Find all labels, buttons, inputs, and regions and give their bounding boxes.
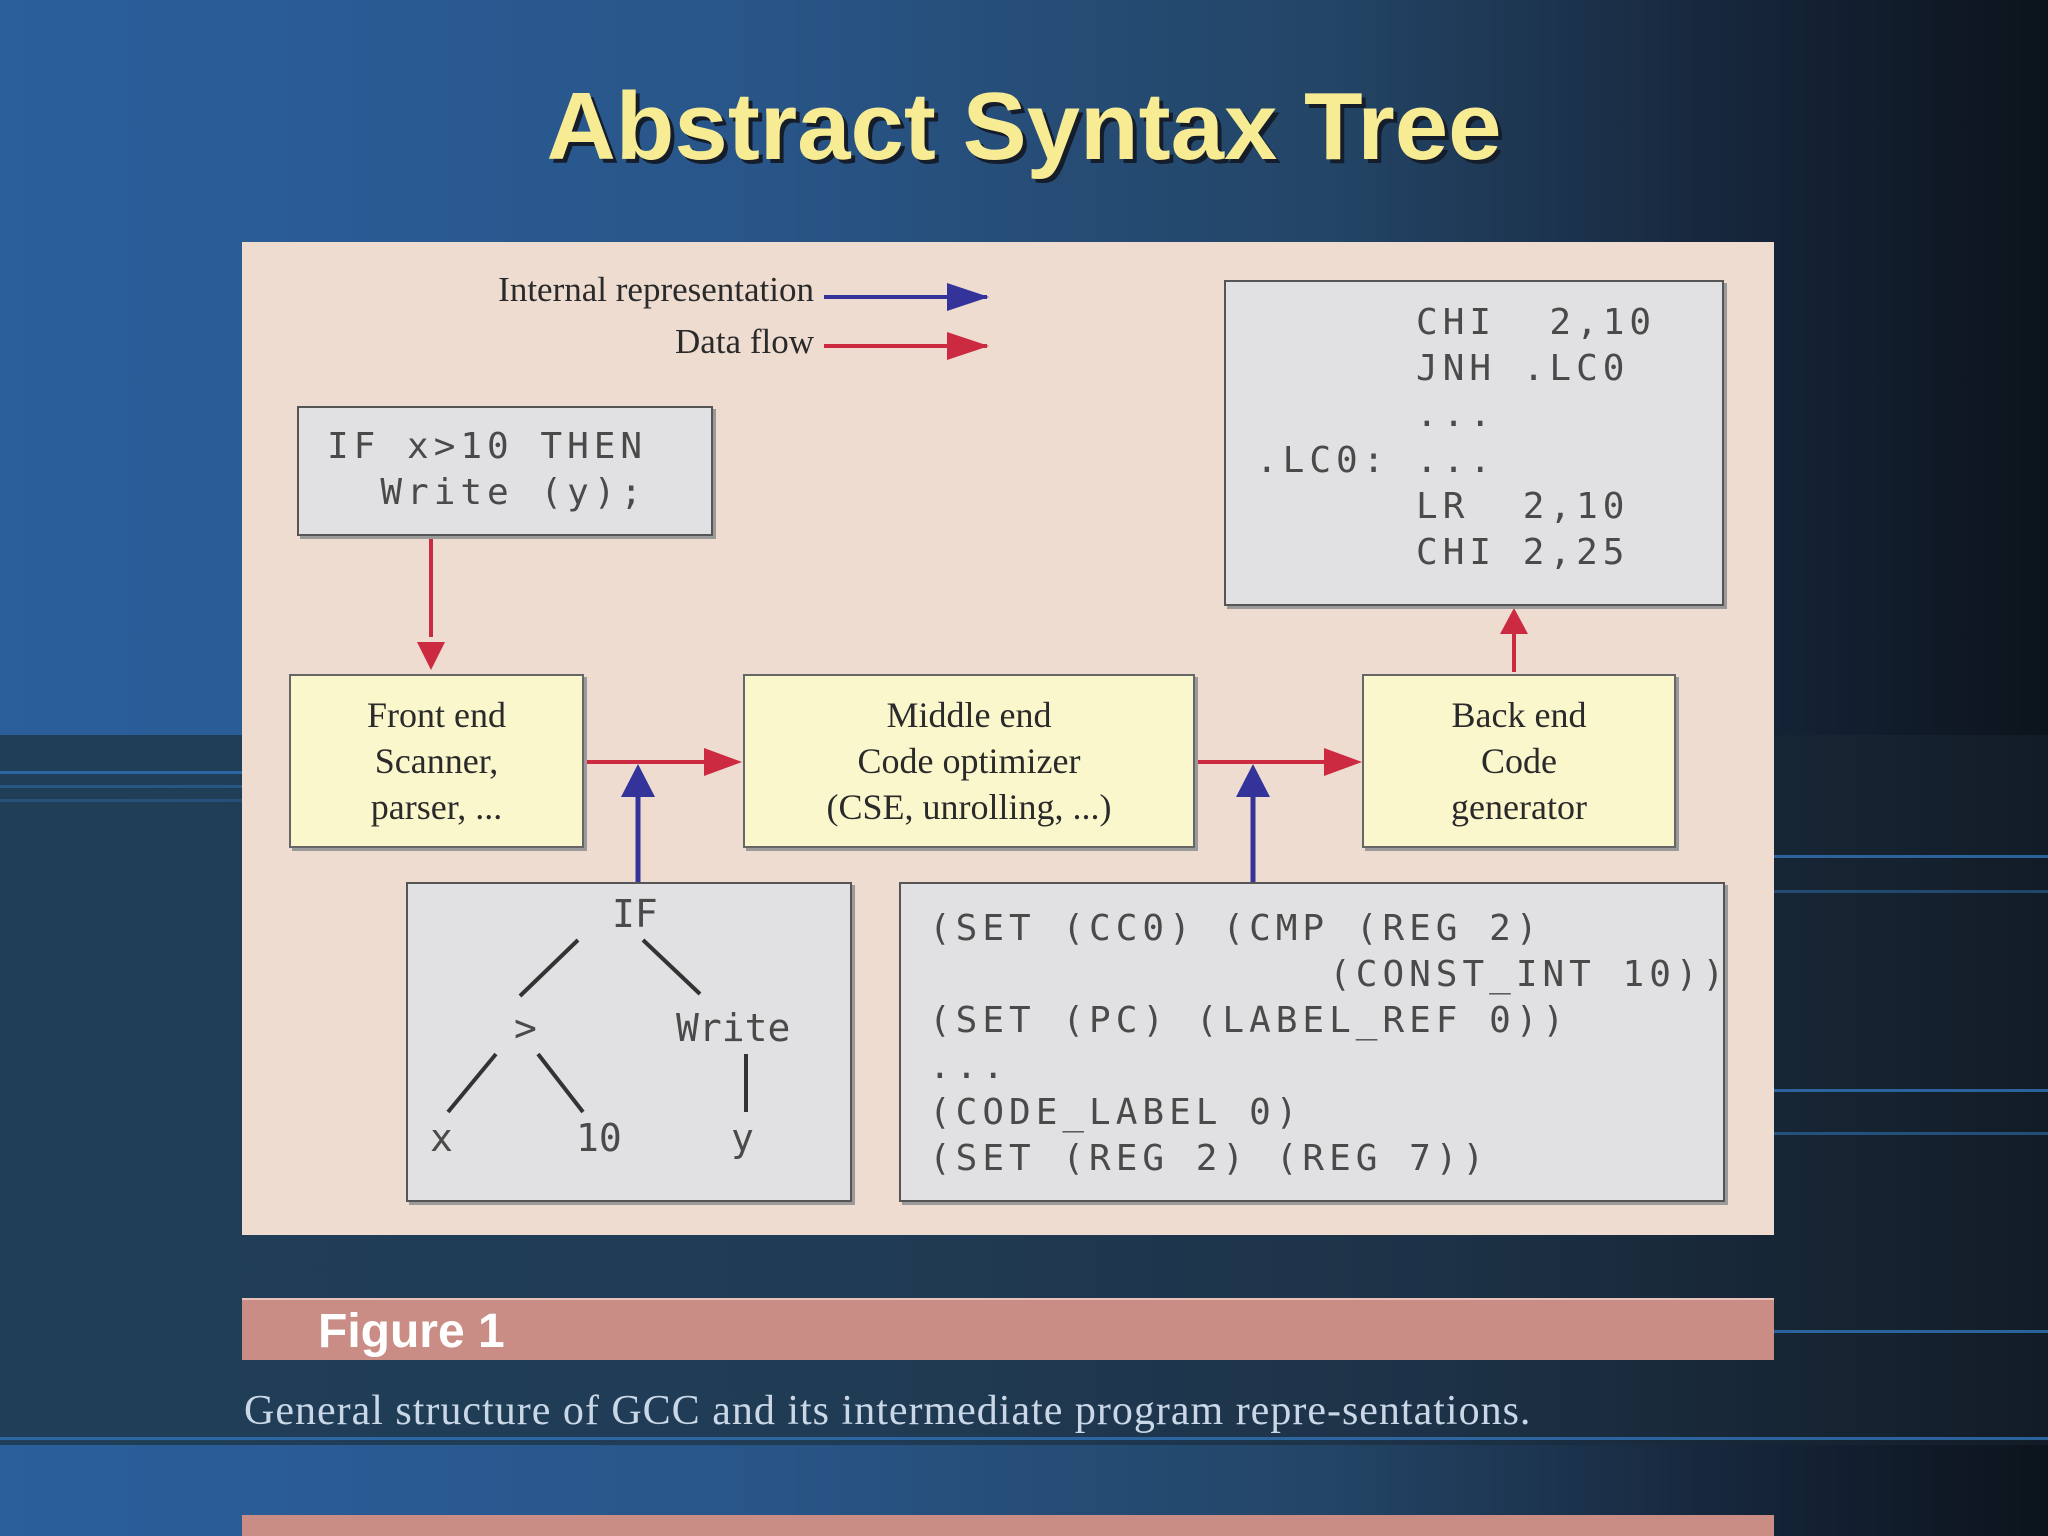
gcc-structure-figure: Internal representation Data flow IF x>1…	[242, 242, 1774, 1235]
front-end-box: Front end Scanner, parser, ...	[289, 674, 584, 848]
back-end-box: Back end Code generator	[1362, 674, 1676, 848]
rtl-line: ...	[929, 1046, 1010, 1087]
asm-line: LR 2,10	[1256, 486, 1630, 527]
decor-line	[0, 799, 242, 802]
frontend-to-middle-arrow	[585, 748, 742, 776]
legend-internal-label: Internal representation	[498, 270, 814, 309]
rtl-line: (SET (CC0) (CMP (REG 2)	[929, 908, 1543, 949]
asm-line: CHI 2,10	[1256, 302, 1657, 343]
back-end-line: generator	[1451, 787, 1587, 827]
figure-label: Figure 1	[318, 1305, 505, 1358]
assembly-box: CHI 2,10 JNH .LC0 ... .LC0: ... LR 2,10 …	[1224, 280, 1724, 606]
backend-to-asm-arrow	[1500, 608, 1528, 672]
middle-end-line: (CSE, unrolling, ...)	[826, 787, 1112, 827]
decor-line	[1774, 855, 2048, 858]
decor-line	[0, 771, 242, 774]
slide-title: Abstract Syntax Tree	[546, 73, 1502, 180]
middle-end-box: Middle end Code optimizer (CSE, unrollin…	[743, 674, 1195, 848]
legend-dataflow-label: Data flow	[675, 322, 814, 361]
back-end-title: Back end	[1451, 695, 1587, 735]
back-end-line: Code	[1481, 741, 1557, 781]
figure-label-bar: Figure 1	[242, 1298, 1774, 1360]
decor-line	[1774, 1132, 2048, 1135]
asm-line: ...	[1256, 394, 1497, 435]
rtl-line: (CODE_LABEL 0)	[929, 1092, 1303, 1133]
asm-line: .LC0: ...	[1256, 440, 1497, 481]
decor-line	[1774, 890, 2048, 893]
ast-node-if: IF	[612, 892, 658, 936]
front-end-line: Scanner,	[374, 741, 499, 781]
ast-up-arrow	[621, 764, 655, 882]
legend-internal-arrow	[824, 283, 989, 311]
figure-caption: General structure of GCC and its interme…	[244, 1388, 1532, 1434]
source-to-frontend-arrow	[417, 538, 445, 670]
source-line: Write (y);	[327, 472, 648, 513]
rtl-line: (SET (PC) (LABEL_REF 0))	[929, 1000, 1570, 1041]
rtl-box: (SET (CC0) (CMP (REG 2) (CONST_INT 10)) …	[899, 882, 1725, 1202]
asm-line: JNH .LC0	[1256, 348, 1630, 389]
ast-node-x: x	[430, 1116, 453, 1160]
decor-line	[0, 785, 242, 788]
front-end-line: parser, ...	[370, 787, 503, 827]
front-end-title: Front end	[367, 695, 506, 735]
asm-line: CHI 2,25	[1256, 532, 1630, 573]
bottom-bar	[242, 1515, 1774, 1536]
figure-arrows	[417, 283, 1528, 882]
middle-to-backend-arrow	[1195, 748, 1362, 776]
rtl-line: (CONST_INT 10))	[929, 954, 1730, 995]
ast-edges	[446, 938, 748, 1114]
ast-box: IF > Write x 10 y	[406, 882, 852, 1202]
rtl-line: (SET (REG 2) (REG 7))	[929, 1138, 1490, 1179]
source-code-box: IF x>10 THEN Write (y);	[297, 406, 713, 536]
ast-node-y: y	[731, 1116, 754, 1160]
middle-end-line: Code optimizer	[857, 741, 1081, 781]
ast-node-write: Write	[676, 1006, 791, 1050]
rtl-up-arrow	[1236, 764, 1270, 882]
decor-line	[1774, 1089, 2048, 1092]
middle-end-title: Middle end	[886, 695, 1052, 735]
legend-dataflow-arrow	[824, 332, 989, 360]
source-line: IF x>10 THEN	[327, 426, 648, 467]
decor-line	[1774, 1330, 2048, 1333]
ast-node-10: 10	[576, 1116, 622, 1160]
ast-node-gt: >	[514, 1006, 537, 1050]
decor-line	[0, 1437, 2048, 1440]
